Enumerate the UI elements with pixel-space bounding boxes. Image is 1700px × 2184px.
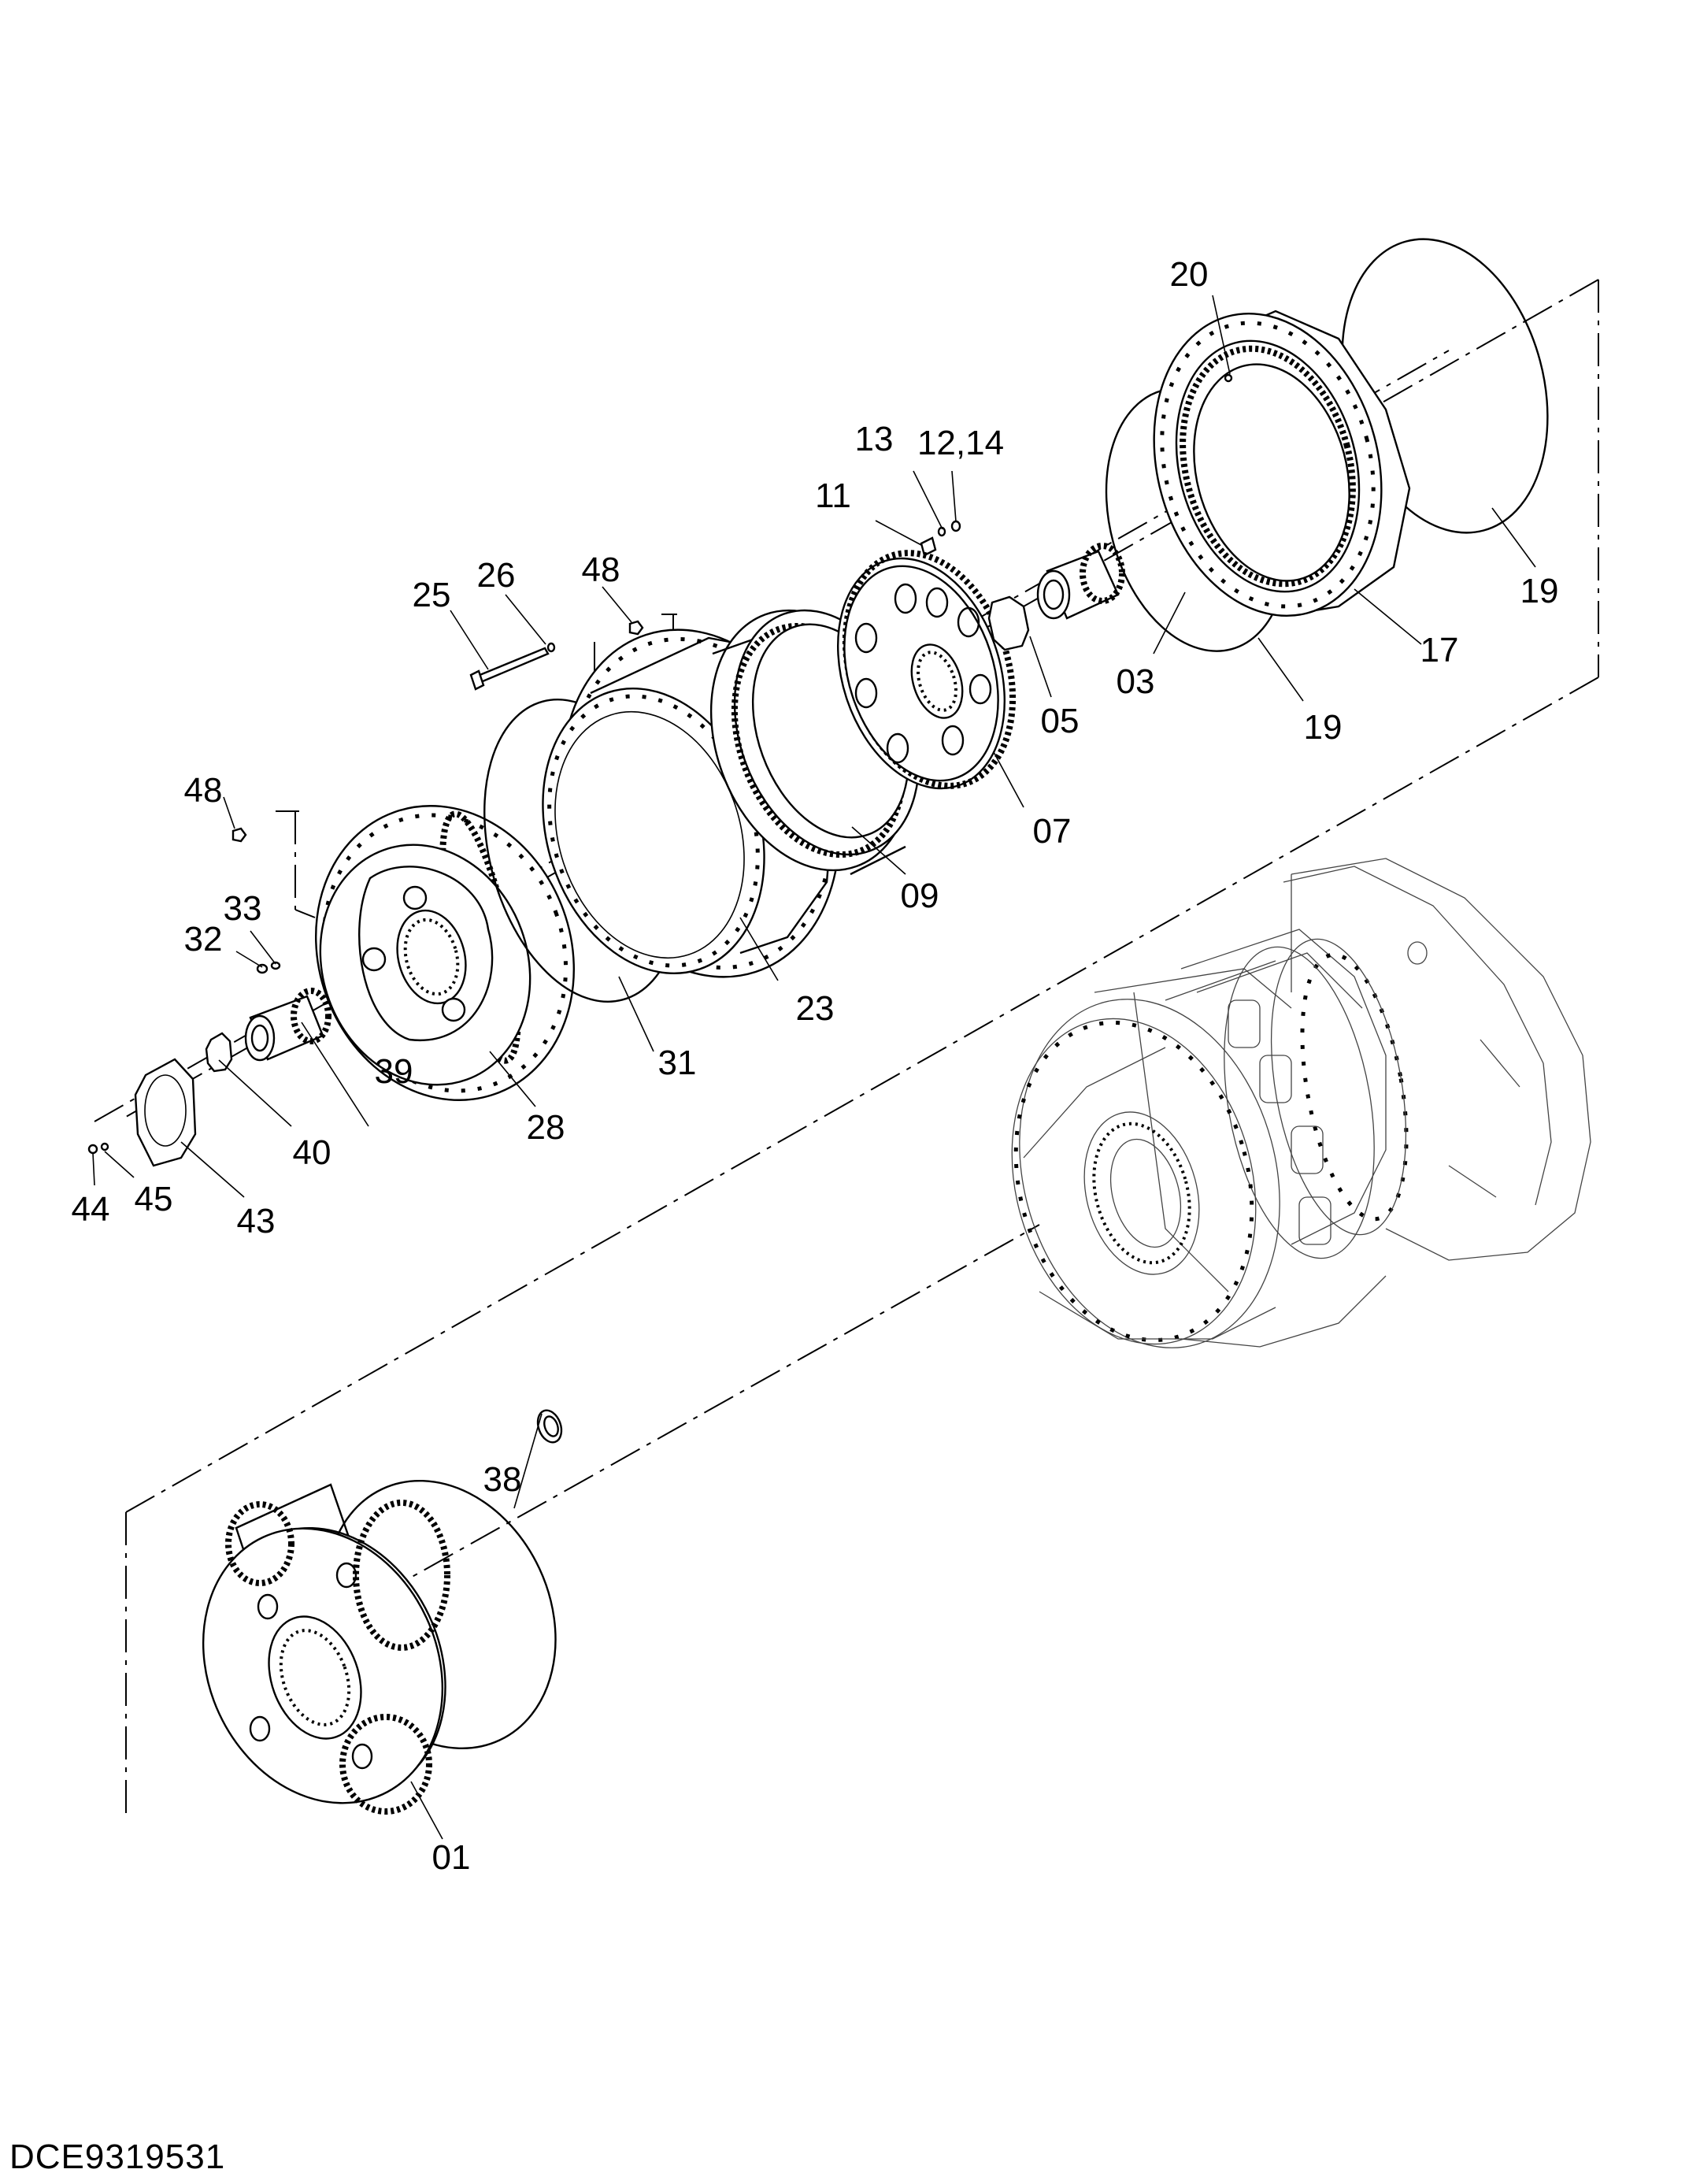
screw-44 xyxy=(87,1144,98,1155)
screw-12-14 xyxy=(950,520,961,532)
thrust-washer-40 xyxy=(205,1032,233,1073)
callout-43: 43 xyxy=(237,1202,276,1240)
callout-44: 44 xyxy=(72,1190,110,1229)
callout-48-upper: 48 xyxy=(582,551,620,589)
planet-carrier-plate-28 xyxy=(315,805,575,1101)
callout-38: 38 xyxy=(483,1460,522,1499)
callout-labels: 01 38 03 05 07 09 11 13 12,14 17 19 19 2… xyxy=(72,255,1559,1877)
small-hardware xyxy=(87,620,644,1155)
callout-23: 23 xyxy=(796,989,835,1028)
bolt-25 xyxy=(469,647,550,691)
washer-45 xyxy=(100,1142,109,1151)
callout-11: 11 xyxy=(815,476,851,515)
washer-33 xyxy=(270,961,281,970)
planet-carrier-01 xyxy=(202,1479,557,1815)
screw-32 xyxy=(256,963,269,974)
callout-19-outer: 19 xyxy=(1520,572,1559,610)
sun-gear-39 xyxy=(244,988,331,1062)
plug-20 xyxy=(1224,373,1233,383)
drawing-code: DCE9319531 xyxy=(9,2138,225,2176)
washer-38 xyxy=(536,1409,563,1444)
drive-housing xyxy=(1011,858,1591,1348)
nut-48-lower xyxy=(231,827,247,843)
callout-48-lower: 48 xyxy=(184,771,223,810)
callout-33: 33 xyxy=(224,889,262,928)
callout-19-inner: 19 xyxy=(1304,708,1343,747)
callout-13: 13 xyxy=(855,420,894,458)
washer-26 xyxy=(546,642,556,653)
callout-45: 45 xyxy=(135,1180,173,1218)
callout-03: 03 xyxy=(1117,662,1155,701)
callout-39: 39 xyxy=(375,1052,413,1091)
callout-40: 40 xyxy=(293,1133,331,1172)
callout-20: 20 xyxy=(1170,255,1209,294)
leader-lines xyxy=(92,295,1536,1840)
callout-09: 09 xyxy=(901,877,939,915)
plate-11 xyxy=(920,536,937,557)
callout-17: 17 xyxy=(1420,631,1459,669)
callout-28: 28 xyxy=(527,1108,565,1147)
callout-01: 01 xyxy=(432,1838,471,1877)
callout-26: 26 xyxy=(477,556,516,595)
ring-gear-17 xyxy=(1153,310,1411,617)
callout-31: 31 xyxy=(658,1044,697,1082)
callout-12-14: 12,14 xyxy=(917,424,1004,462)
callout-05: 05 xyxy=(1041,702,1080,740)
callout-07: 07 xyxy=(1033,812,1072,851)
callout-25: 25 xyxy=(413,576,451,614)
nut-48-upper xyxy=(628,620,644,636)
callout-32: 32 xyxy=(184,920,223,959)
sun-gear-03 xyxy=(1036,543,1125,620)
thrust-plate-43 xyxy=(134,1058,197,1167)
washer-05 xyxy=(987,595,1030,651)
